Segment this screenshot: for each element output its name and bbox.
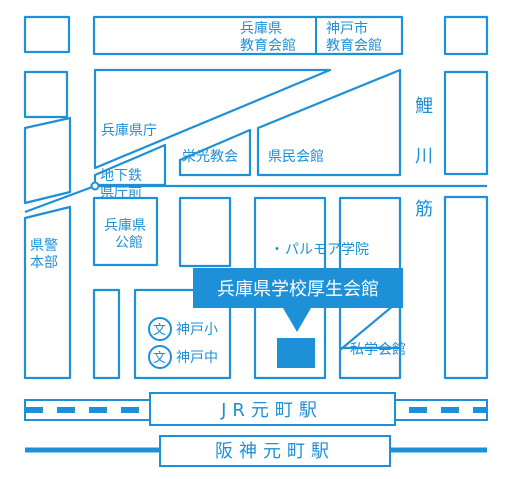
label-police-2: 本部	[30, 255, 58, 271]
target-label: 兵庫県学校厚生会館	[217, 279, 379, 300]
block-eikou	[178, 128, 252, 177]
block-kenmin	[256, 68, 402, 177]
label-hyogo-edu-2: 教育会館	[240, 37, 296, 54]
label-kobe-jhs: 神戸中	[176, 350, 218, 366]
label-private-school-hall: 私学会館	[350, 341, 406, 358]
subway-station-dot	[90, 181, 100, 191]
jr-station-label: JR元町駅	[220, 400, 323, 421]
label-eikou-church: 栄光教会	[182, 149, 238, 165]
label-kouryaku-2: 公館	[115, 234, 143, 251]
school-symbols	[148, 317, 172, 369]
block-private-school	[338, 298, 402, 380]
label-kouryaku-1: 兵庫県	[104, 217, 146, 234]
label-river-1: 鯉	[415, 96, 433, 117]
block-education-halls	[92, 15, 404, 56]
hanshin-station-label: 阪神元町駅	[215, 441, 335, 462]
subway-line	[24, 184, 96, 214]
hanshin-railway	[25, 435, 487, 467]
block	[92, 288, 121, 380]
label-kobe-edu-2: 教育会館	[326, 37, 382, 54]
block	[23, 15, 71, 54]
label-kobe-elem: 神戸小	[176, 322, 218, 338]
label-hyogo-edu-1: 兵庫県	[240, 20, 282, 37]
jr-railway	[24, 392, 488, 426]
block	[23, 205, 72, 380]
block-kouryaku	[92, 196, 159, 267]
label-river-2: 川	[415, 146, 433, 167]
school-icon-elementary	[148, 317, 172, 341]
block	[23, 70, 69, 119]
school-icon-junior-high	[148, 345, 172, 369]
label-subway-1: 地下鉄	[100, 168, 142, 184]
block	[178, 196, 232, 268]
block	[443, 15, 489, 56]
block	[23, 116, 72, 205]
target-marker	[193, 268, 403, 368]
label-subway-2: 県庁前	[100, 184, 142, 201]
jr-station-box	[149, 392, 396, 426]
label-police-1: 県警	[30, 238, 58, 254]
block-kencho	[93, 68, 332, 170]
label-river-3: 筋	[415, 199, 433, 220]
target-building	[277, 338, 315, 368]
label-palmore: パルモア学院	[285, 242, 369, 258]
school-symbol-2: 文	[153, 351, 166, 366]
block	[443, 70, 489, 176]
label-kobe-edu-1: 神戸市	[326, 20, 368, 37]
hanshin-station-box	[159, 435, 391, 467]
block-school	[133, 288, 232, 380]
palmore-bullet: ・	[270, 242, 284, 258]
label-kenmin-hall: 県民会館	[268, 148, 324, 165]
label-kenchou: 兵庫県庁	[101, 122, 157, 139]
block	[443, 195, 489, 380]
school-symbol-1: 文	[153, 323, 166, 338]
